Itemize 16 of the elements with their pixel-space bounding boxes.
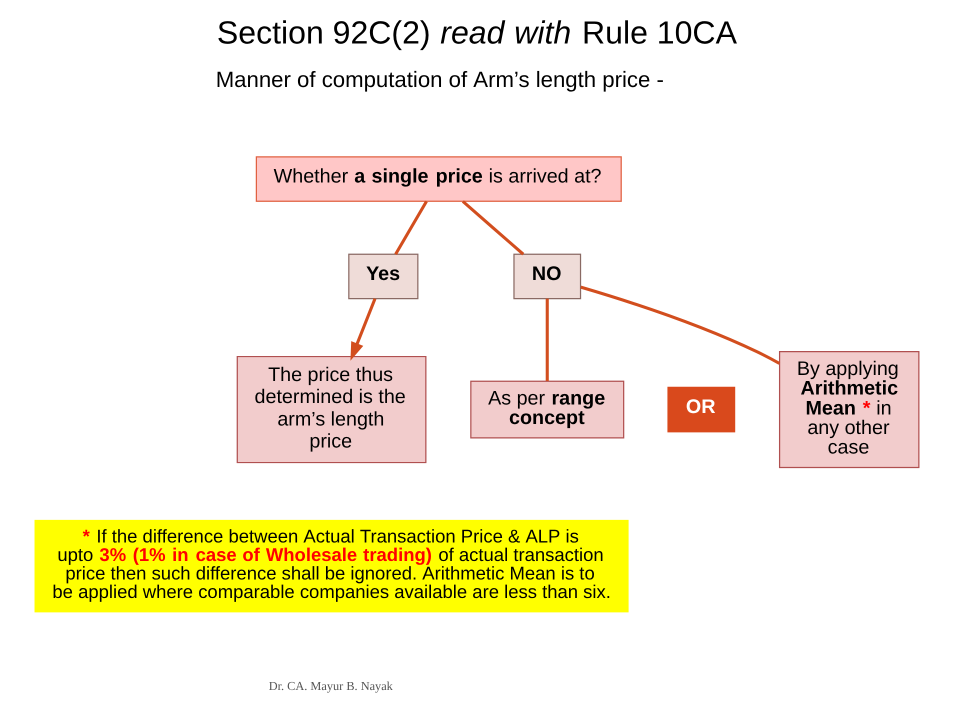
arrow bbox=[350, 298, 376, 360]
connector bbox=[580, 285, 780, 364]
diagram-title: Section 92C(2) read with Rule 10CA bbox=[216, 14, 736, 50]
connector bbox=[394, 200, 428, 254]
node-box: * If the difference between Actual Transaction Price & ALP is upto 3% (1% in case of Wholesale trading) of actual transaction price then such difference shall be ignored. Arithmetic Mean is to be applied where comparable companies available are less than six. bbox=[34, 519, 628, 612]
connector bbox=[545, 298, 548, 381]
node-box: By applying Arithmetic Mean* in any other case bbox=[778, 350, 919, 468]
node-box: The price thus determined is the arm’s length price bbox=[236, 355, 426, 463]
connector bbox=[461, 200, 524, 255]
label: Manner of computation of Arm’s length price - bbox=[215, 66, 664, 92]
node-box: Yes bbox=[348, 253, 418, 299]
node-box: NO bbox=[512, 253, 581, 299]
node-box: OR bbox=[666, 386, 735, 432]
node-box: Whether a single price is arrived at? bbox=[255, 156, 622, 202]
label: Dr. CA. Mayur B. Nayak bbox=[268, 678, 392, 692]
node-box: As per range concept bbox=[470, 380, 624, 438]
